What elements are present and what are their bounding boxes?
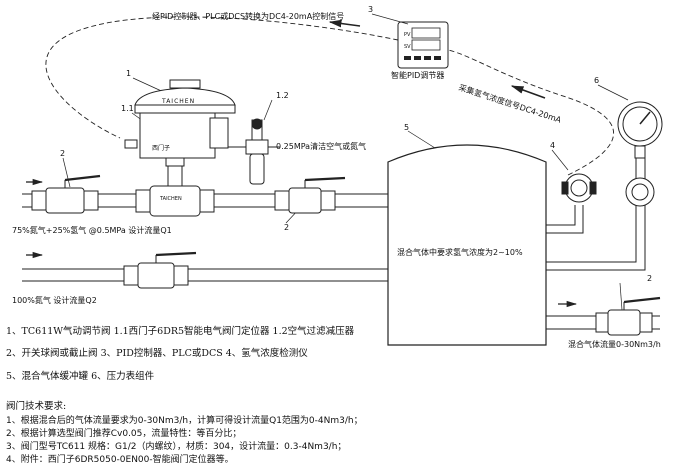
signal-arrow-2 bbox=[510, 85, 546, 99]
ball-valve-outlet bbox=[595, 296, 661, 336]
callout-2-outlet: 2 bbox=[647, 274, 653, 283]
actuator-brand: TAICHEN bbox=[162, 98, 196, 105]
inlet-q2-label: 100%氮气 设计流量Q2 bbox=[12, 296, 97, 305]
signal-arrow-1 bbox=[328, 19, 361, 28]
legend-line-3: 5、混合气体缓冲罐 6、压力表组件 bbox=[6, 371, 155, 382]
tank-requirement-label: 混合气体中要求氢气浓度为2~10% bbox=[397, 248, 523, 257]
air-filter-regulator bbox=[228, 118, 280, 185]
positioner-brand: 西门子 bbox=[152, 145, 171, 152]
hydrogen-detector bbox=[561, 173, 597, 203]
callout-3: 3 bbox=[368, 5, 374, 14]
requirement-item-2: 2、根据计算选型阀门推荐Cv0.05，流量特性：等百分比； bbox=[6, 429, 242, 439]
control-signal-line bbox=[45, 16, 399, 139]
callout-6: 6 bbox=[594, 76, 600, 85]
legend-line-1: 1、TC611W气动调节阀 1.1西门子6DR5智能电气阀门定位器 1.2空气过… bbox=[6, 326, 355, 337]
callout-2-right: 2 bbox=[284, 223, 290, 232]
valve-body-brand: TAICHEN bbox=[160, 196, 182, 202]
pid-controller-box: PV SV bbox=[397, 21, 449, 69]
legend-line-2: 2、开关球阀或截止阀 3、PID控制器、PLC或DCS 4、氢气浓度检测仪 bbox=[6, 348, 308, 359]
pneumatic-actuator bbox=[124, 79, 236, 159]
flow-arrows bbox=[26, 178, 578, 308]
callout-1-2: 1.2 bbox=[276, 91, 289, 100]
outlet-flow-label: 混合气体流量0-30Nm3/h bbox=[568, 340, 661, 349]
callout-2-top: 2 bbox=[60, 149, 66, 158]
requirement-item-1: 1、根据混合后的气体流量要求为0-30Nm3/h，计算可得设计流量Q1范围为0-… bbox=[6, 416, 363, 426]
buffer-tank bbox=[387, 144, 547, 346]
inlet-q1-label: 75%氮气+25%氢气 @0.5MPa 设计流量Q1 bbox=[12, 226, 172, 235]
callout-1-1: 1.1 bbox=[121, 104, 134, 113]
svg-text:PV: PV bbox=[404, 32, 411, 38]
sensor-signal-line bbox=[447, 49, 614, 176]
svg-text:SV: SV bbox=[404, 44, 411, 50]
callout-1: 1 bbox=[126, 69, 132, 78]
clean-air-label: 0.25MPa清洁空气或氮气 bbox=[276, 142, 367, 151]
requirement-item-4: 4、附件：西门子6DR5050-0EN00-智能阀门定位器等。 bbox=[6, 455, 234, 465]
pressure-gauge bbox=[617, 101, 663, 207]
pid-signal-label: 经PID控制器、PLC或DCS转换为DC4-20mA控制信号 bbox=[152, 12, 345, 21]
pid-controller-label: 智能PID调节器 bbox=[391, 71, 445, 80]
ball-valve-right-top bbox=[274, 176, 346, 214]
pipes bbox=[22, 155, 660, 330]
ball-valve-middle bbox=[123, 251, 197, 289]
requirements-title: 阀门技术要求: bbox=[6, 401, 67, 412]
callout-5: 5 bbox=[404, 123, 410, 132]
callout-4: 4 bbox=[550, 141, 556, 150]
requirement-item-3: 3、阀门型号TC611 规格：G1/2（内螺纹），材质：304，设计流量：0.3… bbox=[6, 442, 347, 452]
control-valve-body bbox=[135, 157, 215, 217]
ball-valve-top bbox=[31, 174, 101, 214]
